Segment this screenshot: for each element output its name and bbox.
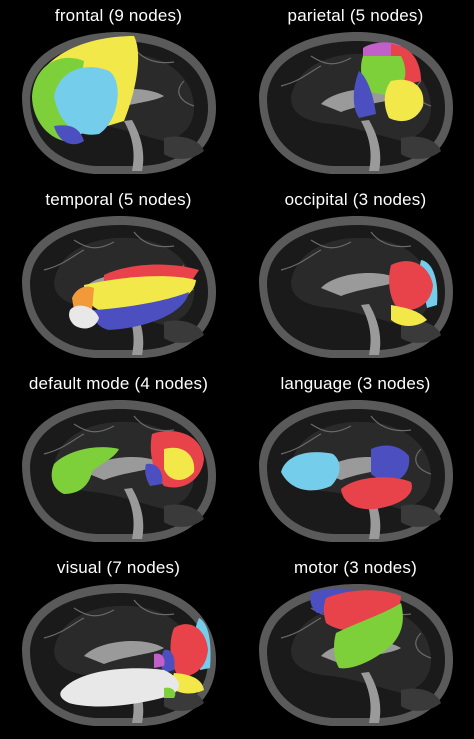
region-yellow — [391, 305, 427, 326]
brain-slice-shape — [124, 120, 144, 171]
region-green — [51, 447, 119, 494]
sulcus-line — [178, 80, 195, 107]
region-white — [69, 305, 99, 329]
panel-frontal: frontal (9 nodes) — [0, 0, 237, 184]
sulcus-line — [370, 415, 412, 432]
panel-title: occipital (3 nodes) — [284, 190, 427, 209]
brain-image-temporal — [14, 210, 223, 360]
region-blue — [54, 125, 84, 145]
sulcus-line — [133, 599, 175, 616]
brain-image-occipital — [251, 210, 460, 360]
brain-slice-shape — [164, 504, 204, 527]
panel-visual: visual (7 nodes) — [0, 552, 237, 736]
region-yellow — [170, 673, 204, 694]
sulcus-line — [370, 231, 412, 248]
region-orange — [72, 286, 94, 310]
sulcus-line — [43, 617, 85, 639]
sulcus-line — [43, 249, 85, 271]
region-red — [170, 624, 208, 677]
panel-title: parietal (5 nodes) — [287, 6, 424, 25]
brain-slice-shape — [84, 457, 164, 480]
brain-image-frontal — [14, 26, 223, 176]
panel-parietal: parietal (5 nodes) — [237, 0, 474, 184]
brain-slice-shape — [401, 136, 441, 159]
brain-image-visual — [14, 578, 223, 728]
region-green — [164, 687, 176, 698]
region-cyan — [281, 452, 340, 491]
region-yellow — [384, 79, 424, 122]
panel-motor: motor (3 nodes) — [237, 552, 474, 736]
sulcus-line — [73, 423, 115, 433]
region-blue — [93, 292, 189, 330]
region-white — [60, 668, 180, 707]
brain-image-language — [251, 394, 460, 544]
region-red — [341, 477, 412, 510]
region-blue — [145, 463, 163, 486]
region-red — [389, 261, 433, 311]
panel-title: frontal (9 nodes) — [54, 6, 183, 25]
region-blue — [353, 71, 376, 118]
sulcus-line — [415, 632, 432, 659]
brain-slice-shape — [401, 688, 441, 711]
panel-occipital: occipital (3 nodes) — [237, 184, 474, 368]
brain-slice-shape — [401, 504, 441, 527]
panel-title: visual (7 nodes) — [56, 558, 181, 577]
brain-slice-shape — [84, 641, 164, 664]
region-magenta — [154, 653, 165, 668]
brain-slice-shape — [361, 304, 381, 355]
panel-title: motor (3 nodes) — [294, 558, 417, 577]
brain-image-default-mode — [14, 394, 223, 544]
panel-title: temporal (5 nodes) — [45, 190, 192, 209]
sulcus-line — [415, 448, 432, 475]
brain-slice-shape — [361, 672, 381, 723]
region-blue — [371, 445, 410, 484]
sulcus-line — [310, 423, 352, 433]
panel-title: default mode (4 nodes) — [28, 374, 209, 393]
sulcus-line — [280, 65, 322, 87]
region-green — [334, 603, 403, 669]
brain-slice-shape — [321, 273, 401, 296]
brain-slice-shape — [124, 488, 144, 539]
sulcus-line — [310, 239, 352, 249]
brain-slice-shape — [401, 320, 441, 343]
brain-slice-shape — [361, 120, 381, 171]
sulcus-line — [280, 617, 322, 639]
brain-slice-shape — [361, 488, 381, 539]
sulcus-line — [280, 249, 322, 271]
sulcus-line — [73, 239, 115, 249]
brain-slice-shape — [164, 320, 204, 343]
sulcus-line — [43, 433, 85, 455]
sulcus-line — [310, 55, 352, 65]
sulcus-line — [280, 433, 322, 455]
brain-image-motor — [251, 578, 460, 728]
sulcus-line — [133, 415, 175, 432]
region-yellow — [164, 447, 195, 480]
brain-image-parietal — [251, 26, 460, 176]
panel-temporal: temporal (5 nodes) — [0, 184, 237, 368]
region-blue — [161, 649, 175, 673]
sulcus-line — [133, 231, 175, 248]
brain-slice-shape — [164, 136, 204, 159]
sulcus-line — [73, 607, 115, 617]
panel-language: language (3 nodes) — [237, 368, 474, 552]
panel-default-mode: default mode (4 nodes) — [0, 368, 237, 552]
region-cyan — [54, 67, 118, 135]
brain-slice-shape — [124, 304, 144, 355]
panel-title: language (3 nodes) — [280, 374, 431, 393]
